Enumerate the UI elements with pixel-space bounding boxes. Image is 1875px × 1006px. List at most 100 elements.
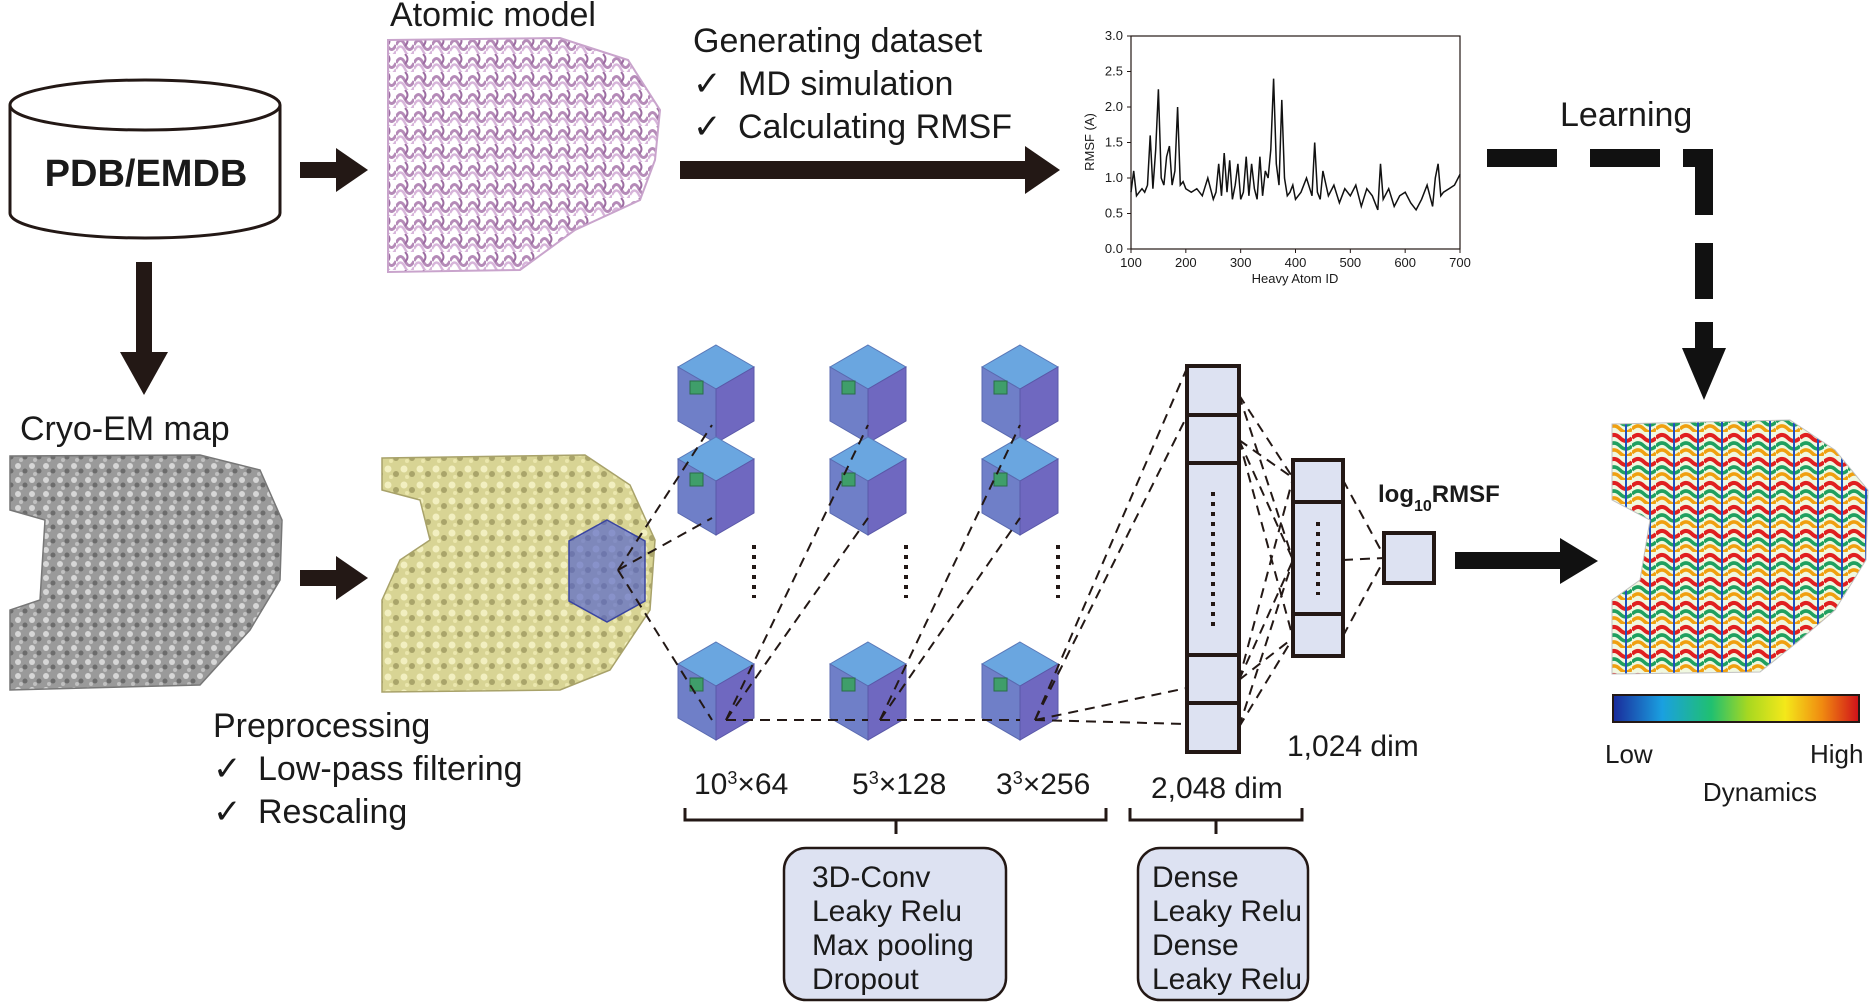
dense-brace (1128, 808, 1304, 834)
conv-dim-label-3: 33×256 (996, 768, 1090, 801)
preprocessing-step-lowpass: Low-pass filtering (258, 750, 523, 788)
atomic-model-title: Atomic model (390, 0, 596, 34)
conv-op-2: Leaky Relu (812, 895, 962, 928)
y-tick-label: 1.5 (1105, 135, 1123, 150)
conv-ops-box (782, 846, 1008, 1002)
x-tick-label: 100 (1120, 255, 1142, 270)
connection-line (1238, 439, 1294, 561)
connection-line (879, 517, 1021, 721)
chart-x-axis-label: Heavy Atom ID (1252, 271, 1339, 286)
dense-op-3: Dense (1152, 929, 1239, 962)
learning-label: Learning (1560, 96, 1692, 134)
kernel-voxel (689, 380, 704, 395)
connection-line (1034, 367, 1188, 721)
conv-layers (677, 344, 1060, 741)
database-label: PDB/EMDB (45, 153, 248, 195)
arrow-cryo-to-preprocessed (300, 556, 368, 600)
conv-feature-cube (677, 344, 755, 444)
connection-line (617, 517, 713, 571)
dense-layer-2048 (1185, 364, 1241, 754)
arrow-dataset-to-chart (680, 146, 1060, 194)
x-tick-label: 400 (1285, 255, 1307, 270)
connection-line (1238, 637, 1294, 728)
connection-line (1342, 559, 1385, 637)
preprocessing-check-1: ✓ (213, 750, 242, 788)
arrow-db-to-cryo (120, 262, 168, 395)
conv-feature-cube (829, 436, 907, 536)
conv-brace (683, 808, 1108, 834)
kernel-voxel (689, 677, 704, 692)
connection-line (1034, 719, 1188, 725)
dynamics-colorbar (1612, 694, 1860, 723)
y-tick-label: 0.5 (1105, 206, 1123, 221)
dense-ops-box (1136, 846, 1310, 1002)
connection-line (1238, 559, 1294, 728)
conv-feature-cube (981, 641, 1059, 741)
database-cylinder: PDB/EMDB (8, 78, 282, 240)
conv-feature-cube (981, 344, 1059, 444)
y-tick-label: 1.0 (1105, 170, 1123, 185)
conv-feature-cube (981, 436, 1059, 536)
conv-op-3: Max pooling (812, 929, 974, 962)
connection-line (1342, 557, 1385, 561)
kernel-voxel (993, 472, 1008, 487)
preprocessing-check-2: ✓ (213, 793, 242, 831)
connection-line (725, 517, 869, 721)
y-tick-label: 0.0 (1105, 241, 1123, 256)
output-label: log10RMSF (1378, 481, 1500, 515)
chart-y-axis-label: RMSF (A) (1082, 113, 1097, 171)
connection-line (1342, 479, 1385, 557)
x-tick-label: 700 (1449, 255, 1471, 270)
preprocessed-map-image (381, 454, 656, 693)
connection-line (1238, 477, 1294, 681)
colorbar-low-label: Low (1605, 739, 1653, 769)
dense1-dim-label: 2,048 dim (1151, 772, 1283, 805)
connection-line (1034, 687, 1188, 721)
chart-frame (1130, 35, 1461, 250)
kernel-voxel (993, 677, 1008, 692)
dense-op-2: Leaky Relu (1152, 895, 1302, 928)
atomic-model-image (387, 36, 662, 274)
rmsf-series-line (1130, 78, 1461, 212)
kernel-voxel (841, 380, 856, 395)
conv-feature-cube (829, 641, 907, 741)
y-tick-label: 2.0 (1105, 99, 1123, 114)
dataset-step-md: MD simulation (738, 65, 953, 103)
arrow-output-to-result (1455, 538, 1598, 584)
connection-line (1238, 394, 1294, 479)
colorbar-title: Dynamics (1703, 777, 1817, 807)
x-tick-label: 300 (1230, 255, 1252, 270)
dataset-title: Generating dataset (693, 22, 983, 60)
connection-line (617, 424, 713, 571)
conv-feature-cube (829, 344, 907, 444)
conv-dim-label-1: 103×64 (694, 768, 788, 801)
learning-dashed-arrow (1487, 149, 1726, 400)
conv-feature-cube (677, 641, 755, 741)
connection-line (725, 424, 869, 721)
kernel-voxel (841, 472, 856, 487)
connection-line (879, 424, 1021, 721)
output-node (1382, 531, 1436, 585)
connection-line (1238, 439, 1294, 479)
x-tick-label: 500 (1339, 255, 1361, 270)
x-tick-label: 600 (1394, 255, 1416, 270)
cryo-title: Cryo-EM map (20, 410, 230, 448)
arrow-db-to-model (300, 148, 368, 192)
dataset-check-1: ✓ (693, 65, 722, 103)
connection-line (1238, 559, 1294, 681)
kernel-voxel (689, 472, 704, 487)
dynamics-colored-model (1611, 419, 1869, 675)
conv-op-1: 3D-Conv (812, 861, 930, 894)
y-tick-label: 2.5 (1105, 64, 1123, 79)
conv-op-4: Dropout (812, 963, 919, 996)
connection-line (1238, 394, 1294, 561)
connection-line (1034, 415, 1188, 721)
cryo-em-map-image (9, 454, 283, 691)
x-tick-label: 200 (1175, 255, 1197, 270)
dense-op-1: Dense (1152, 861, 1239, 894)
kernel-voxel (993, 380, 1008, 395)
layer-connections (617, 367, 1385, 728)
connection-line (617, 569, 713, 721)
preprocessing-step-rescaling: Rescaling (258, 793, 407, 831)
